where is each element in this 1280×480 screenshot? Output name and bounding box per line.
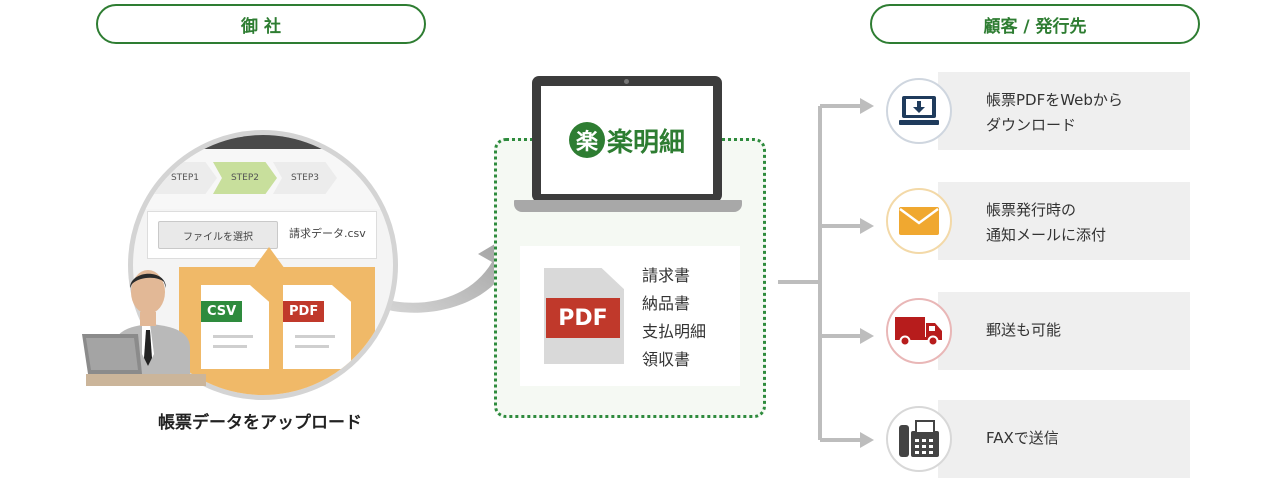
step-3-label: STEP3: [290, 173, 320, 183]
csv-file-tag: CSV: [201, 301, 243, 322]
output-text-email: 帳票発行時の 通知メールに添付: [986, 198, 1106, 248]
output-line: 郵送も可能: [986, 321, 1062, 339]
customer-header-label: 顧客 / 発行先: [983, 16, 1087, 37]
step-2-label: STEP2: [230, 173, 260, 183]
output-text-web-download: 帳票PDFをWebから ダウンロード: [986, 88, 1123, 138]
upload-arrow: [380, 228, 522, 313]
drop-zone-pointer: [253, 247, 285, 269]
output-line: FAXで送信: [986, 429, 1059, 447]
output-row-mail: [938, 292, 1190, 370]
pdf-file-tag: PDF: [283, 301, 325, 322]
file-select-button[interactable]: ファイルを選択: [158, 221, 278, 249]
customer-header: 顧客 / 発行先: [870, 4, 1200, 44]
output-line: 通知メールに添付: [986, 226, 1107, 244]
step-2[interactable]: STEP2: [213, 162, 277, 194]
app-titlebar: [133, 135, 393, 149]
document-types-panel: PDF 請求書 納品書 支払明細 領収書: [520, 246, 740, 386]
output-text-fax: FAXで送信: [986, 426, 1059, 451]
step-1[interactable]: STEP1: [153, 162, 217, 194]
document-delivery-note: 納品書: [642, 294, 691, 313]
pdf-file: PDF: [283, 285, 351, 369]
laptop: 楽 楽明細: [532, 76, 722, 202]
output-text-mail: 郵送も可能: [986, 318, 1061, 343]
step-1-label: STEP1: [170, 173, 200, 183]
truck-icon: [886, 298, 952, 364]
person-with-laptop: [82, 270, 206, 386]
output-line: ダウンロード: [986, 116, 1077, 134]
csv-file: CSV: [201, 285, 269, 369]
output-row-email: [938, 182, 1190, 260]
output-row-web-download: [938, 72, 1190, 150]
output-line: 帳票発行時の: [986, 201, 1077, 219]
output-line: 帳票PDFをWebから: [986, 91, 1123, 109]
document-list: 請求書 納品書 支払明細 領収書: [642, 262, 706, 374]
branch-connector: [778, 98, 874, 448]
laptop-base: [514, 200, 742, 212]
step-3[interactable]: STEP3: [273, 162, 337, 194]
output-row-fax: [938, 400, 1190, 478]
upload-caption: 帳票データをアップロード: [158, 413, 362, 433]
company-header-label: 御 社: [241, 16, 281, 37]
document-payment-statement: 支払明細: [642, 322, 707, 341]
rakumeisai-logo: 楽 楽明細: [568, 122, 685, 159]
company-header: 御 社: [96, 4, 426, 44]
pdf-document-tag: PDF: [546, 298, 620, 338]
document-invoice: 請求書: [642, 266, 691, 285]
logo-text: 楽明細: [606, 127, 685, 158]
logo-mark: 楽: [568, 122, 605, 158]
selected-file-name: 請求データ.csv: [289, 227, 366, 240]
download-icon: [886, 78, 952, 144]
fax-icon: [886, 406, 952, 472]
file-select-button-label: ファイルを選択: [183, 231, 253, 243]
document-receipt: 領収書: [642, 350, 691, 369]
laptop-screen: 楽 楽明細: [541, 86, 713, 194]
laptop-camera: [624, 79, 629, 84]
mail-icon: [886, 188, 952, 254]
